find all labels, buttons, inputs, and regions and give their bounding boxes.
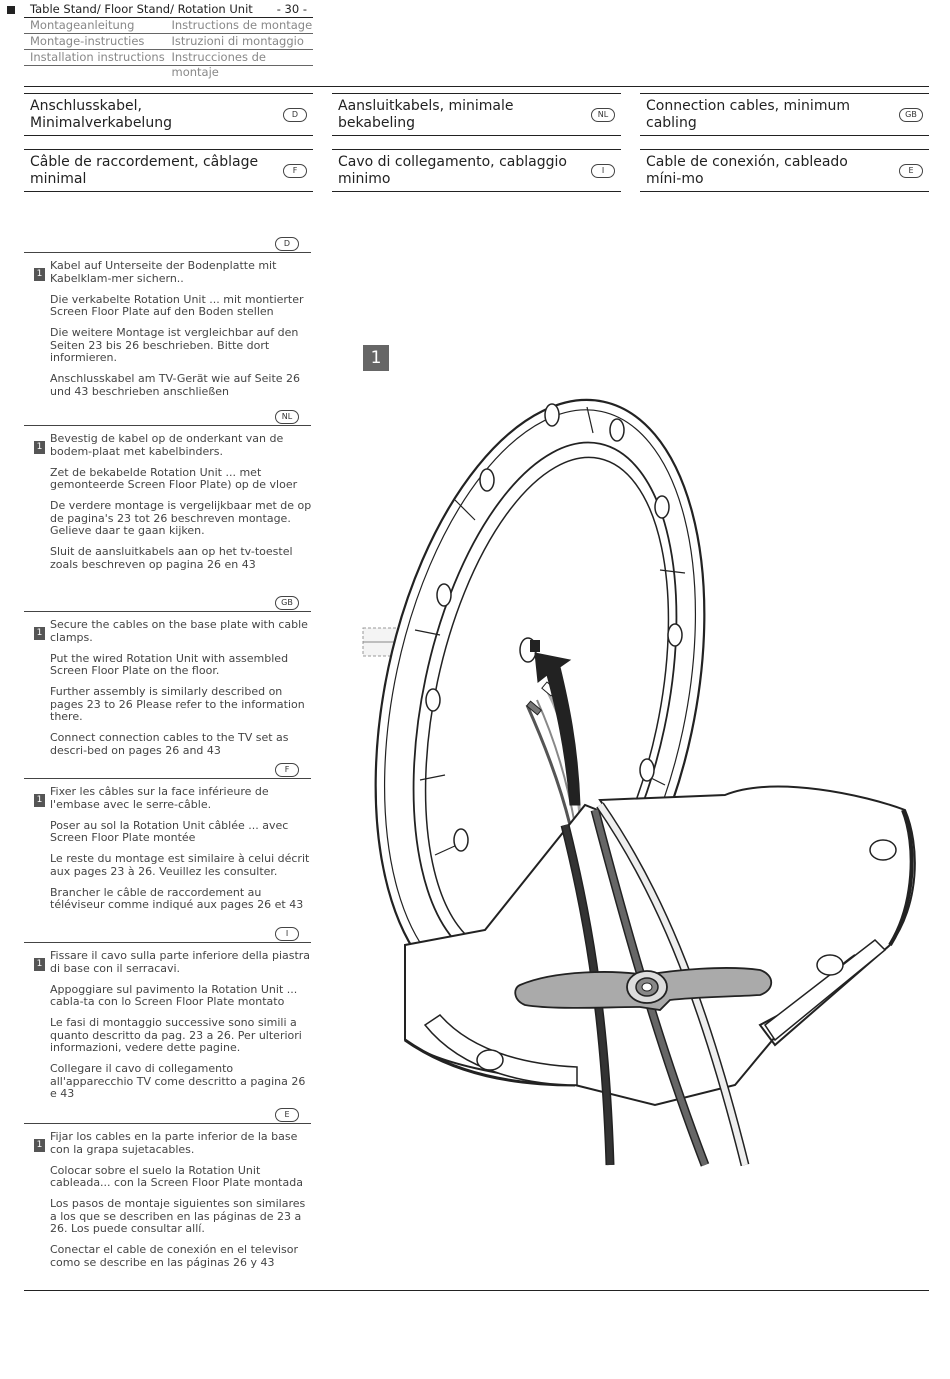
section-body: Secure the cables on the base plate with…: [50, 618, 312, 766]
paragraph: Sluit de aansluitkabels aan op het tv-to…: [50, 545, 293, 571]
paragraph: Put the wired Rotation Unit with assembl…: [50, 651, 289, 677]
language-badge: I: [275, 927, 299, 941]
paragraph: Appoggiare sul pavimento la Rotation Uni…: [50, 982, 298, 1008]
title-gb: Connection cables, minimum cabling GB: [640, 93, 929, 136]
paragraph: Die weitere Montage ist vergleichbar auf…: [50, 326, 299, 364]
section-rule: [24, 778, 311, 779]
step-number: 1: [34, 794, 45, 807]
paragraph: Colocar sobre el suelo la Rotation Unit …: [50, 1163, 303, 1189]
paragraph: Die verkabelte Rotation Unit ... mit mon…: [50, 292, 304, 318]
paragraph: Secure the cables on the base plate with…: [50, 618, 308, 644]
language-badge: NL: [591, 108, 615, 122]
language-badge: GB: [899, 108, 923, 122]
title-text: Cavo di collegamento, cablaggio minimo: [338, 154, 567, 187]
language-badge: NL: [275, 410, 299, 424]
title-fr: Câble de raccordement, câblage minimal F: [24, 149, 313, 192]
paragraph: Fissare il cavo sulla parte inferiore de…: [50, 949, 311, 975]
direction-arrow-icon: [534, 652, 581, 806]
paragraph: Los pasos de montaje siguientes son simi…: [50, 1197, 306, 1235]
language-badge: F: [275, 763, 299, 777]
language-badge: E: [275, 1108, 299, 1122]
page-number: - 30 -: [276, 2, 307, 16]
paragraph: Further assembly is similarly described …: [50, 685, 305, 723]
paragraph: Anschlusskabel am TV-Gerät wie auf Seite…: [50, 372, 301, 398]
language-badge: D: [283, 108, 307, 122]
figure-step-number: 1: [363, 345, 389, 371]
section-body: Fijar los cables en la parte inferior de…: [50, 1130, 312, 1278]
language-badge: F: [283, 164, 307, 178]
header-row: Installation instructions Instrucciones d…: [24, 50, 313, 79]
step-number: 1: [34, 441, 45, 454]
language-badge: I: [591, 164, 615, 178]
language-badge: GB: [275, 596, 299, 610]
top-rule: [24, 86, 929, 87]
header-label: Montage-instructies: [30, 34, 145, 48]
section-body: Kabel auf Unterseite der Bodenplatte mit…: [50, 259, 312, 407]
section-rule: [24, 252, 311, 253]
header-bullet: [7, 6, 15, 14]
cable-clamp: [514, 967, 773, 1011]
header-label: Montageanleitung: [30, 18, 135, 32]
paragraph: Le reste du montage est similaire à celu…: [50, 852, 310, 878]
ring-knobs: [425, 403, 683, 852]
header-row: Montageanleitung Instructions de montage: [24, 18, 313, 34]
paragraph: Le fasi di montaggio successive sono sim…: [50, 1016, 302, 1054]
title-text: Aansluitkabels, minimale bekabeling: [338, 98, 514, 131]
paragraph: Fijar los cables en la parte inferior de…: [50, 1130, 298, 1156]
title-text: Câble de raccordement, câblage minimal: [30, 154, 259, 187]
rotation-unit-illustration: [362, 398, 916, 1167]
section-rule: [24, 1123, 311, 1124]
section-rule: [24, 942, 311, 943]
paragraph: Kabel auf Unterseite der Bodenplatte mit…: [50, 259, 277, 285]
section-rule: [24, 611, 311, 612]
ring-segments: [414, 406, 686, 856]
title-text: Connection cables, minimum cabling: [646, 98, 850, 131]
step-number: 1: [34, 268, 45, 281]
base-plate: [404, 785, 916, 1107]
header-label: Instrucciones de montaje: [171, 50, 266, 79]
paragraph: Bevestig de kabel op de onderkant van de…: [50, 432, 284, 458]
paragraph: Connect connection cables to the TV set …: [50, 731, 289, 757]
header-row: Montage-instructies Istruzioni di montagg…: [24, 34, 313, 50]
title-es: Cable de conexión, cableado míni-mo E: [640, 149, 929, 192]
paragraph: Poser au sol la Rotation Unit câblée ...…: [50, 818, 289, 844]
step-number: 1: [34, 627, 45, 640]
paragraph: Zet de bekabelde Rotation Unit ... met g…: [50, 465, 298, 491]
section-body: Bevestig de kabel op de onderkant van de…: [50, 432, 312, 580]
header-row: Table Stand/ Floor Stand/ Rotation Unit -…: [24, 2, 313, 18]
title-text: Anschlusskabel, Minimalverkabelung: [30, 98, 172, 131]
header-table: Table Stand/ Floor Stand/ Rotation Unit -…: [24, 2, 313, 79]
title-it: Cavo di collegamento, cablaggio minimo I: [332, 149, 621, 192]
paragraph: Brancher le câble de raccordement au tél…: [50, 885, 304, 911]
title-de: Anschlusskabel, Minimalverkabelung D: [24, 93, 313, 136]
section-rule: [24, 425, 311, 426]
step-number: 1: [34, 1139, 45, 1152]
paragraph: Collegare il cavo di collegamento all'ap…: [50, 1062, 306, 1100]
title-nl: Aansluitkabels, minimale bekabeling NL: [332, 93, 621, 136]
language-badge: D: [275, 237, 299, 251]
paragraph: De verdere montage is vergelijkbaar met …: [50, 499, 312, 537]
header-label: Istruzioni di montaggio: [171, 34, 304, 48]
header-label: Installation instructions: [30, 50, 165, 64]
paragraph: Fixer les câbles sur la face inférieure …: [50, 785, 269, 811]
language-badge: E: [899, 164, 923, 178]
title-text: Cable de conexión, cableado míni-mo: [646, 154, 848, 187]
header-title: Table Stand/ Floor Stand/ Rotation Unit: [30, 2, 253, 16]
section-body: Fissare il cavo sulla parte inferiore de…: [50, 949, 312, 1109]
section-body: Fixer les câbles sur la face inférieure …: [50, 785, 312, 920]
step-number: 1: [34, 958, 45, 971]
header-label: Instructions de montage: [171, 18, 313, 32]
paragraph: Conectar el cable de conexión en el tele…: [50, 1243, 299, 1269]
bottom-rule: [24, 1290, 929, 1291]
